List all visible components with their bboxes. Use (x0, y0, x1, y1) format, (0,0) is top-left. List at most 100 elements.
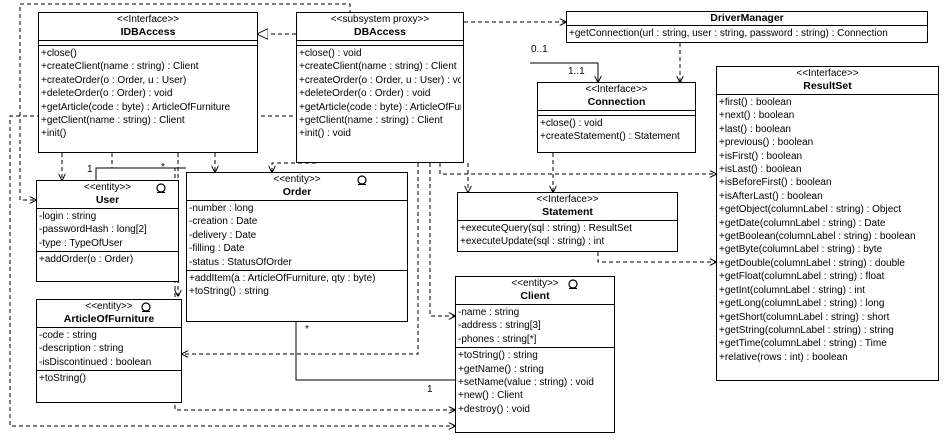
attributes-section: -login : string -passwordHash : long[2] … (37, 209, 178, 253)
dependency-dbaccess-order (272, 162, 316, 172)
operation: +isAfterLast() : boolean (719, 190, 823, 202)
attribute: -code : string (39, 330, 97, 341)
attributes-section (538, 111, 695, 116)
operation: +getLong(columnLabel : string) : long (719, 298, 885, 310)
operations-section: +close() +createClient(name : string) : … (39, 46, 257, 142)
operation: +executeQuery(sql : string) : ResultSet (460, 223, 633, 234)
attribute: -filling : Date (189, 243, 245, 255)
operation: +init() : void (299, 128, 351, 140)
operation: +getTime(columnLabel : string) : Time (719, 338, 887, 350)
attributes-section: -name : string -address : string[3] -pho… (456, 305, 614, 349)
stereotype: <<Interface>> (116, 14, 180, 25)
operation: +deleteOrder(o : Order) : void (41, 88, 173, 100)
class-header: <<Interface>> ResultSet (717, 67, 938, 95)
class-name: Client (520, 290, 550, 302)
entity-icon (156, 183, 166, 193)
attributes-section (39, 41, 257, 46)
operations-section: +executeQuery(sql : string) : ResultSet … (458, 221, 677, 250)
operation: +previous() : boolean (719, 137, 814, 149)
multiplicity-order-end: * (161, 162, 165, 173)
class-header: <<Interface>> Statement (458, 193, 677, 221)
class-order[interactable]: <<entity>> Order -number : long -creatio… (186, 172, 408, 322)
class-article-of-furniture[interactable]: <<entity>> ArticleOfFurniture -code : st… (36, 299, 182, 403)
stereotype: <<entity>> (273, 174, 321, 185)
class-name: DriverManager (710, 12, 784, 24)
operation: +getName() : string (458, 363, 544, 375)
operations-section: +first() : boolean +next() : boolean +la… (717, 95, 938, 365)
operation: +last() : boolean (719, 123, 791, 135)
operations-section: +addOrder(o : Order) (37, 252, 178, 267)
multiplicity-order-client-client-end: 1 (427, 384, 433, 395)
class-connection[interactable]: <<Interface>> Connection +close() : void… (537, 82, 696, 153)
class-header: <<Interface>> IDBAccess (39, 13, 257, 41)
stereotype: <<entity>> (85, 301, 133, 312)
operation: +getClient(name : string) : Client (299, 115, 443, 127)
operations-section: +addItem(a : ArticleOfFurniture, qty : b… (187, 271, 407, 300)
multiplicity-user-end: 1 (87, 164, 93, 175)
class-statement[interactable]: <<Interface>> Statement +executeQuery(sq… (457, 192, 678, 252)
attributes-section (297, 41, 463, 46)
class-header: <<entity>> Client (456, 277, 614, 305)
operation: +getArticle(code : byte) : ArticleOfFurn… (299, 101, 461, 113)
class-resultset[interactable]: <<Interface>> ResultSet +first() : boole… (716, 66, 939, 381)
attribute: -delivery : Date (189, 229, 257, 241)
attributes-section: -number : long -creation : Date -deliver… (187, 201, 407, 272)
attribute: -login : string (39, 211, 97, 222)
class-idbaccess[interactable]: <<Interface>> IDBAccess +close() +create… (38, 12, 258, 153)
operation: +isBeforeFirst() : boolean (719, 177, 832, 189)
operation: +createStatement() : Statement (540, 131, 680, 143)
class-client[interactable]: <<entity>> Client -name : string -addres… (455, 276, 615, 433)
operation: +getFloat(columnLabel : string) : float (719, 271, 885, 283)
attribute: -passwordHash : long[2] (39, 224, 147, 236)
class-drivermanager[interactable]: DriverManager +getConnection(url : strin… (566, 11, 928, 43)
entity-icon (568, 279, 578, 289)
attribute: -address : string[3] (458, 320, 541, 332)
dependency-dbaccess-resultset (439, 163, 716, 174)
dependency-dbaccess-client-2 (9, 115, 455, 426)
dependency-dbaccess-client (429, 163, 455, 316)
stereotype: <<entity>> (511, 278, 559, 289)
entity-icon (141, 302, 151, 312)
operations-section: +close() : void +createClient(name : str… (297, 46, 463, 142)
operations-section: +toString() (37, 371, 181, 386)
stereotype: <<entity>> (83, 182, 132, 193)
class-user[interactable]: <<entity>> User -login : string -passwor… (36, 180, 179, 282)
multiplicity-drivermanager-connection: 1..1 (568, 66, 585, 77)
attribute: -type : TypeOfUser (39, 237, 123, 249)
class-header: <<entity>> ArticleOfFurniture (37, 300, 181, 328)
operation: +getString(columnLabel : string) : strin… (719, 324, 894, 336)
operation: +next() : boolean (719, 110, 795, 122)
class-name: ResultSet (803, 80, 852, 92)
operation: +getArticle(code : byte) : ArticleOfFurn… (41, 101, 231, 113)
attributes-section: -code : string -description : string -is… (37, 328, 181, 372)
operation: +isLast() : boolean (719, 164, 802, 176)
operation: +setName(value : string) : void (458, 377, 594, 389)
operation: +getInt(columnLabel : string) : int (719, 284, 865, 296)
operation: +getByte(columnLabel : string) : byte (719, 244, 883, 256)
operation: +getObject(columnLabel : string) : Objec… (719, 204, 902, 216)
multiplicity-dbaccess-drivermanager: 0..1 (531, 44, 548, 55)
dependency-dbaccess-user (19, 3, 351, 200)
dependency-dbaccess-article (182, 163, 419, 354)
operation: +toString() (39, 373, 86, 385)
attribute: -description : string (39, 343, 124, 355)
class-name: Statement (542, 206, 593, 218)
operation: +close() : void (540, 118, 603, 129)
class-dbaccess[interactable]: <<subsystem proxy>> DBAccess +close() : … (296, 12, 464, 163)
class-name: IDBAccess (120, 26, 176, 38)
operation: +getBoolean(columnLabel : string) : bool… (719, 231, 916, 243)
operation: +getClient(name : string) : Client (41, 115, 185, 127)
operation: +createClient(name : string) : Client (299, 61, 457, 73)
operation: +close() (41, 48, 77, 59)
operation: +createOrder(o : Order, u : User) (41, 74, 187, 86)
attribute: -number : long (189, 203, 254, 214)
attribute: -status : StatusOfOrder (189, 256, 292, 268)
operation: +createOrder(o : Order, u : User) : void (299, 74, 461, 86)
operation: +init() (41, 128, 67, 140)
class-header: <<entity>> User (37, 181, 178, 209)
operation: +new() : Client (458, 390, 523, 402)
operations-section: +close() : void +createStatement() : Sta… (538, 116, 695, 145)
attribute: -name : string (458, 307, 520, 318)
class-header: DriverManager (567, 12, 927, 26)
class-header: <<entity>> Order (187, 173, 407, 201)
